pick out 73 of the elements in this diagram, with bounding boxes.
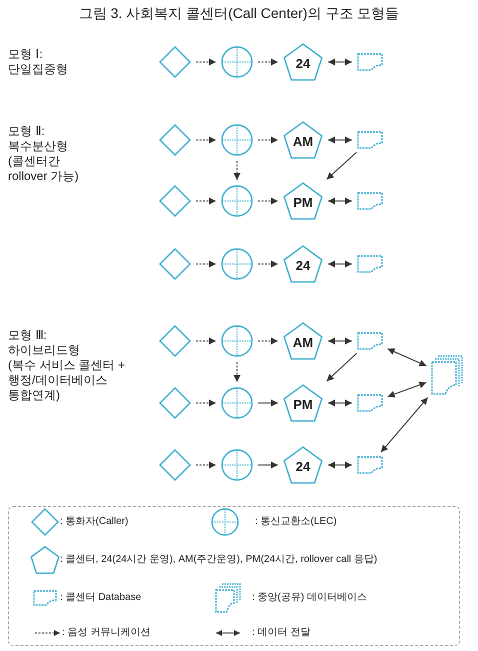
dotted-arrow bbox=[258, 338, 278, 344]
dotted-arrow bbox=[234, 362, 240, 382]
double-arrow bbox=[328, 58, 352, 66]
dotted-arrow bbox=[234, 160, 240, 180]
model-name: 복수분산형 bbox=[8, 139, 68, 154]
arrow bbox=[326, 352, 358, 382]
dotted-arrow bbox=[196, 260, 216, 268]
model-note: (복수 서비스 콜센터 + 행정/데이터베이스 통합연계) bbox=[8, 358, 126, 403]
dotted-arrow bbox=[258, 136, 278, 144]
double-arrow bbox=[387, 348, 427, 366]
call-center-pentagon: PM bbox=[283, 182, 323, 220]
exchange-circle bbox=[221, 449, 253, 481]
arrow bbox=[326, 152, 357, 180]
exchange-circle bbox=[221, 325, 253, 357]
caller-diamond bbox=[159, 449, 191, 481]
figure-title: 그림 3. 사회복지 콜센터(Call Center)의 구조 모형들 bbox=[78, 5, 400, 21]
legend-label: : 콜센터 Database bbox=[60, 591, 142, 604]
double-arrow bbox=[328, 400, 352, 406]
call-center-pentagon: PM bbox=[283, 384, 323, 422]
call-center-pentagon: AM bbox=[283, 121, 323, 159]
call-center-pentagon: 24 bbox=[283, 43, 323, 81]
caller-diamond bbox=[159, 325, 191, 357]
dotted-arrow bbox=[258, 58, 278, 66]
caller-diamond bbox=[159, 124, 191, 156]
double-arrow bbox=[328, 136, 352, 144]
call-center-pentagon: 24 bbox=[283, 245, 323, 283]
double-arrow bbox=[328, 198, 352, 204]
database-document bbox=[357, 255, 383, 273]
exchange-circle bbox=[221, 387, 253, 419]
call-center-pentagon: AM bbox=[283, 322, 323, 360]
legend-label: : 데이터 전달 bbox=[252, 626, 310, 639]
caller-diamond bbox=[159, 185, 191, 217]
model-note: (콜센터간 rollover 가능) bbox=[8, 154, 80, 184]
double-arrow bbox=[328, 260, 352, 268]
call-center-pentagon: 24 bbox=[283, 446, 323, 484]
model-heading: 모형 Ⅰ: bbox=[8, 47, 43, 62]
legend-label: : 중앙(공유) 데이터베이스 bbox=[252, 591, 367, 604]
dotted-arrow bbox=[258, 198, 278, 204]
dotted-arrow bbox=[196, 462, 216, 468]
model-name: 하이브리드형 bbox=[8, 343, 80, 358]
database-document bbox=[357, 456, 383, 474]
caller-diamond bbox=[159, 46, 191, 78]
caller-diamond bbox=[159, 248, 191, 280]
dotted-arrow bbox=[196, 198, 216, 204]
exchange-circle bbox=[221, 185, 253, 217]
arrow bbox=[258, 462, 278, 468]
exchange-circle bbox=[221, 124, 253, 156]
model-heading: 모형 Ⅲ: bbox=[8, 328, 47, 343]
arrow bbox=[258, 400, 278, 406]
database-document bbox=[357, 131, 383, 149]
dotted-arrow bbox=[196, 136, 216, 144]
exchange-circle bbox=[221, 46, 253, 78]
database-document bbox=[357, 192, 383, 210]
model-name: 단일집중형 bbox=[8, 62, 68, 77]
shared-database-stack bbox=[431, 355, 463, 395]
database-document bbox=[357, 53, 383, 71]
double-arrow bbox=[328, 462, 352, 468]
double-arrow bbox=[328, 338, 352, 344]
legend-label: : 음성 커뮤니케이션 bbox=[62, 626, 150, 639]
legend-label: : 콜센터, 24(24시간 운영), AM(주간운영), PM(24시간, rollover call 응답) bbox=[60, 553, 378, 566]
dotted-arrow bbox=[196, 400, 216, 406]
exchange-circle bbox=[221, 248, 253, 280]
legend-label: : 통화자(Caller) bbox=[60, 515, 128, 528]
legend-label: : 통신교환소(LEC) bbox=[255, 515, 337, 528]
dotted-arrow bbox=[196, 338, 216, 344]
double-arrow bbox=[387, 382, 427, 398]
database-document bbox=[357, 394, 383, 412]
model-heading: 모형 Ⅱ: bbox=[8, 124, 45, 139]
dotted-arrow bbox=[258, 260, 278, 268]
caller-diamond bbox=[159, 387, 191, 419]
dotted-arrow bbox=[196, 58, 216, 66]
database-document bbox=[357, 332, 383, 350]
double-arrow bbox=[380, 397, 428, 453]
